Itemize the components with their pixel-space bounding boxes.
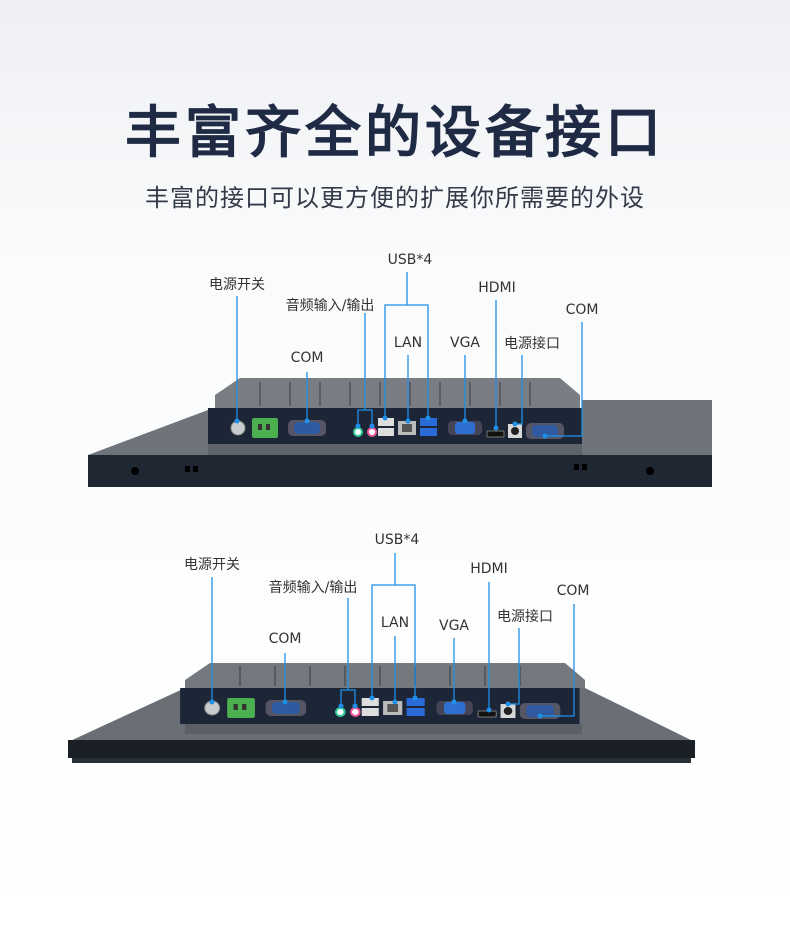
label-usb: USB*4	[374, 532, 420, 548]
device-bottom	[68, 553, 695, 763]
label-dc-power: 电源接口	[497, 609, 553, 625]
label-hdmi: HDMI	[478, 280, 516, 296]
label-hdmi: HDMI	[470, 561, 508, 577]
label-com-left: COM	[268, 631, 302, 647]
label-power-switch: 电源开关	[209, 277, 265, 293]
label-vga: VGA	[449, 335, 481, 351]
label-power-switch: 电源开关	[184, 557, 240, 573]
label-com-right: COM	[556, 583, 590, 599]
device-top	[88, 272, 712, 487]
label-dc-power: 电源接口	[504, 336, 560, 352]
label-audio: 音频输入/输出	[268, 580, 358, 596]
label-lan: LAN	[393, 335, 423, 351]
label-vga: VGA	[438, 618, 470, 634]
label-com-right: COM	[565, 302, 599, 318]
page-title: 丰富齐全的设备接口	[125, 101, 665, 166]
label-com-left: COM	[290, 350, 324, 366]
label-lan: LAN	[380, 615, 410, 631]
label-audio: 音频输入/输出	[285, 298, 375, 314]
page-subtitle: 丰富的接口可以更方便的扩展你所需要的外设	[145, 184, 645, 212]
label-usb: USB*4	[387, 252, 433, 268]
